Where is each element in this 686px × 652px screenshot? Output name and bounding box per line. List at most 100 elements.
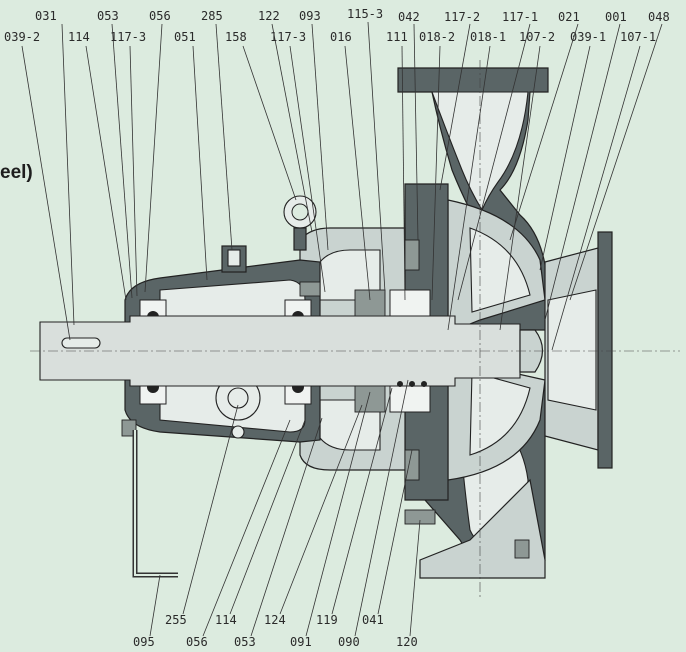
label: 021: [558, 10, 580, 24]
leader-line: [457, 23, 531, 301]
leader-line: [129, 45, 138, 297]
label: 056: [149, 9, 171, 23]
leader-line: [509, 23, 579, 241]
leader-line: [377, 449, 413, 615]
impeller-vane-gap-lower: [469, 371, 531, 456]
label: 090: [338, 635, 360, 649]
pump-foot: [419, 478, 546, 579]
label: 039-1: [570, 30, 606, 44]
label: 048: [648, 10, 670, 24]
leader-line: [144, 23, 163, 293]
labels-top-row2: 039-2 114 117-3 051 158 117-3 016 111 01…: [4, 30, 656, 44]
leader-line: [499, 45, 541, 331]
label: 053: [97, 9, 119, 23]
label: 285: [201, 9, 223, 23]
leader-line: [331, 387, 393, 615]
leader-line: [242, 45, 297, 201]
leader-line: [344, 45, 371, 301]
leader-line: [367, 21, 386, 293]
label: 114: [68, 30, 90, 44]
seal-lower: [354, 385, 386, 413]
packing-ring: [397, 381, 403, 387]
label: 158: [225, 30, 247, 44]
label: 039-2: [4, 30, 40, 44]
bolt: [404, 239, 420, 271]
label: 091: [290, 635, 312, 649]
leader-line: [409, 519, 421, 637]
label: 042: [398, 10, 420, 24]
leader-line: [111, 23, 133, 299]
label: 095: [133, 635, 155, 649]
leader-line: [21, 45, 71, 341]
suction-bore: [547, 289, 597, 411]
label: 107-1: [620, 30, 656, 44]
leader-line: [250, 417, 323, 637]
label: 056: [186, 635, 208, 649]
bracket-window: [319, 249, 381, 301]
label: 114: [215, 613, 237, 627]
label: 031: [35, 9, 57, 23]
oil-filler-cap: [227, 249, 241, 267]
label: 093: [299, 9, 321, 23]
partial-heading-text: eel): [0, 162, 33, 183]
leader-line: [85, 45, 127, 301]
lifting-eye-hole: [291, 203, 309, 221]
leader-lines-bottom: [149, 379, 421, 637]
leader-line: [305, 391, 371, 637]
label: 115-3: [347, 7, 383, 21]
leader-line: [279, 404, 363, 615]
seal-upper: [354, 289, 386, 317]
label: 018-2: [419, 30, 455, 44]
label: 119: [316, 613, 338, 627]
leader-line: [192, 45, 208, 281]
leader-lines-top: [21, 21, 663, 351]
impeller-vane-gap: [469, 227, 531, 313]
label: 018-1: [470, 30, 506, 44]
leader-line: [311, 23, 329, 251]
foot-bolt: [514, 539, 530, 559]
drain-plug: [231, 425, 245, 439]
label: 122: [258, 9, 280, 23]
leader-line: [569, 23, 663, 301]
leader-line: [202, 419, 291, 637]
label: 120: [396, 635, 418, 649]
leader-line: [215, 23, 233, 251]
label: 117-1: [502, 10, 538, 24]
leader-line: [439, 23, 471, 191]
leader-line: [354, 379, 409, 637]
label: 255: [165, 613, 187, 627]
labels-top-row1: 031 053 056 285 122 093 115-3 042 117-2 …: [35, 7, 670, 24]
label: 053: [234, 635, 256, 649]
pump-assembly: [30, 60, 680, 600]
oil-level-eye-inner: [227, 387, 249, 409]
leader-line: [61, 23, 75, 326]
leader-line: [289, 45, 326, 293]
label: 107-2: [519, 30, 555, 44]
label: 117-2: [444, 10, 480, 24]
leader-line: [182, 404, 239, 615]
support-foot: [132, 430, 178, 578]
leader-line: [229, 419, 306, 615]
label: 117-3: [110, 30, 146, 44]
label: 041: [362, 613, 384, 627]
shaft: [39, 315, 521, 387]
label: 016: [330, 30, 352, 44]
label: 117-3: [270, 30, 306, 44]
packing-upper: [389, 289, 431, 317]
leader-line: [544, 23, 621, 321]
leader-line: [413, 23, 419, 241]
packing-ring: [421, 381, 427, 387]
label: 051: [174, 30, 196, 44]
leader-line: [401, 45, 406, 301]
leader-line: [447, 45, 491, 331]
leader-line: [149, 574, 161, 637]
lifting-eye-stem: [293, 227, 307, 251]
bolt: [299, 281, 321, 297]
packing-lower: [389, 385, 431, 413]
label: 001: [605, 10, 627, 24]
leader-line: [271, 23, 313, 233]
leader-line: [539, 45, 591, 271]
label: 111: [386, 30, 408, 44]
